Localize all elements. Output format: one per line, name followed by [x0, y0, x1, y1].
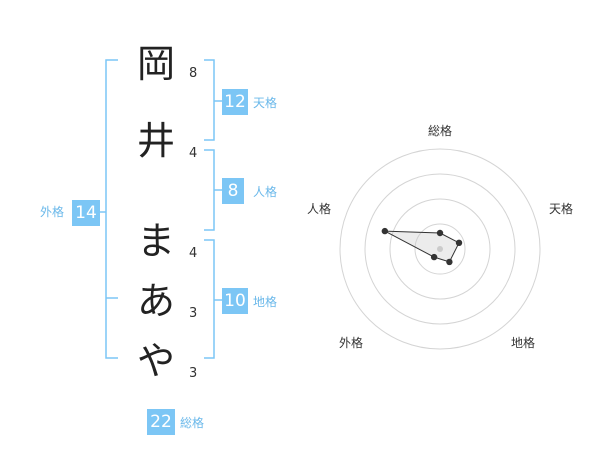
- gaikaku-bracket: [105, 59, 118, 359]
- radar-axis-label-gaikaku: 外格: [339, 336, 364, 350]
- radar-point-1: [436, 229, 444, 237]
- name-char-1: 岡: [136, 42, 175, 86]
- name-char-2: 井: [136, 119, 175, 163]
- soukaku-value-badge: 22: [147, 409, 175, 435]
- gaikaku-value-badge: 14: [72, 200, 100, 226]
- stroke-count-4: 3: [189, 306, 198, 321]
- name-char-5: や: [136, 339, 175, 383]
- name-char-3: ま: [136, 219, 175, 263]
- radar-axis-label-tenkaku: 天格: [549, 202, 574, 216]
- gaikaku-label: 外格: [40, 205, 65, 219]
- radar-ring-2: [389, 198, 491, 300]
- radar-point-3: [446, 258, 453, 266]
- chikaku-label: 地格: [253, 295, 278, 309]
- tenkaku-bracket: [204, 59, 215, 141]
- radar-ring-3: [364, 173, 516, 325]
- radar-axis-label-jinkaku: 人格: [307, 202, 332, 216]
- name-char-4: あ: [136, 279, 175, 323]
- stroke-count-2: 4: [189, 146, 198, 161]
- radar-point-2: [455, 239, 463, 247]
- soukaku-label: 総格: [180, 416, 205, 430]
- radar-ring-1: [414, 223, 466, 275]
- radar-axis-label-chikaku: 地格: [511, 336, 536, 350]
- chikaku-value-badge: 10: [222, 288, 248, 314]
- radar-axis-label-soukaku: 総格: [428, 124, 453, 138]
- tenkaku-value-badge: 12: [222, 89, 248, 115]
- radar-center-dot: [437, 246, 443, 252]
- jinkaku-label: 人格: [253, 185, 278, 199]
- radar-data-polygon: [384, 230, 460, 263]
- tenkaku-label: 天格: [253, 96, 278, 110]
- stroke-count-5: 3: [189, 366, 198, 381]
- stroke-count-3: 4: [189, 246, 198, 261]
- radar-point-4: [430, 253, 438, 261]
- radar-point-5: [381, 227, 389, 235]
- chikaku-bracket: [204, 239, 215, 359]
- radar-ring-4: [339, 148, 541, 350]
- jinkaku-value-badge: 8: [222, 178, 244, 204]
- stroke-count-1: 8: [189, 66, 198, 81]
